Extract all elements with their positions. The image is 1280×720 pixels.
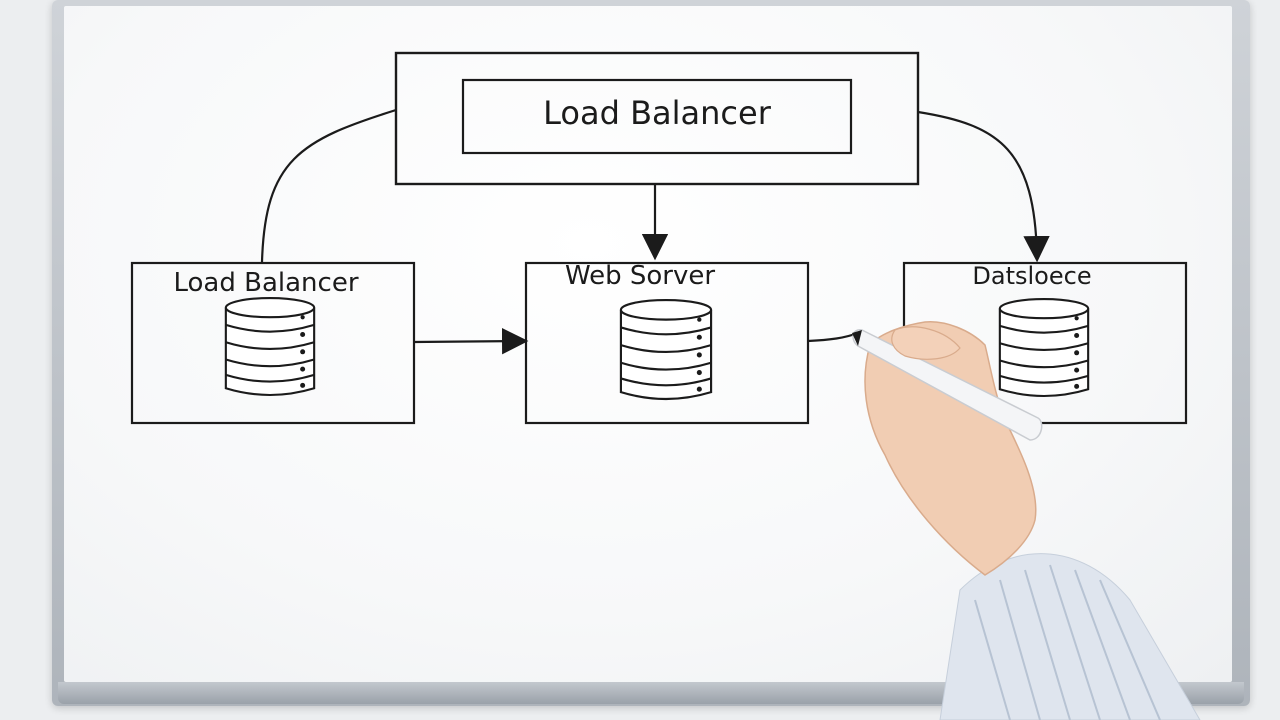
database-icon — [619, 298, 713, 401]
marker-pen — [852, 329, 1043, 441]
connectors — [260, 108, 1050, 355]
shirt-sleeve — [939, 553, 1201, 720]
top-load-balancer: Load Balancer — [394, 51, 920, 186]
node-web-server: Web Sorver — [524, 261, 810, 425]
node-web-server-box — [524, 261, 810, 425]
connector-top-to-lb — [260, 108, 397, 263]
top-box-label: Load Balancer — [543, 94, 772, 132]
connector-top-to-db — [917, 110, 1050, 263]
node-load-balancer-label: Load Balancer — [173, 268, 358, 298]
marker-tip — [852, 330, 862, 346]
node-web-server-label: Web Sorver — [565, 261, 715, 291]
top-inner-box — [461, 78, 853, 155]
hand — [864, 321, 1037, 576]
connector-lb-to-web — [413, 328, 529, 355]
database-icon — [224, 296, 316, 397]
top-outer-box — [394, 51, 920, 186]
hand-with-marker — [852, 321, 1201, 720]
node-load-balancer: Load Balancer — [130, 261, 416, 425]
sleeve-stripes — [974, 564, 1161, 720]
node-database-label: Datsloece — [972, 262, 1091, 290]
hand-fingers — [891, 326, 961, 360]
connector-web-to-db — [807, 331, 859, 343]
node-load-balancer-box — [130, 261, 416, 425]
database-icon — [998, 297, 1090, 398]
